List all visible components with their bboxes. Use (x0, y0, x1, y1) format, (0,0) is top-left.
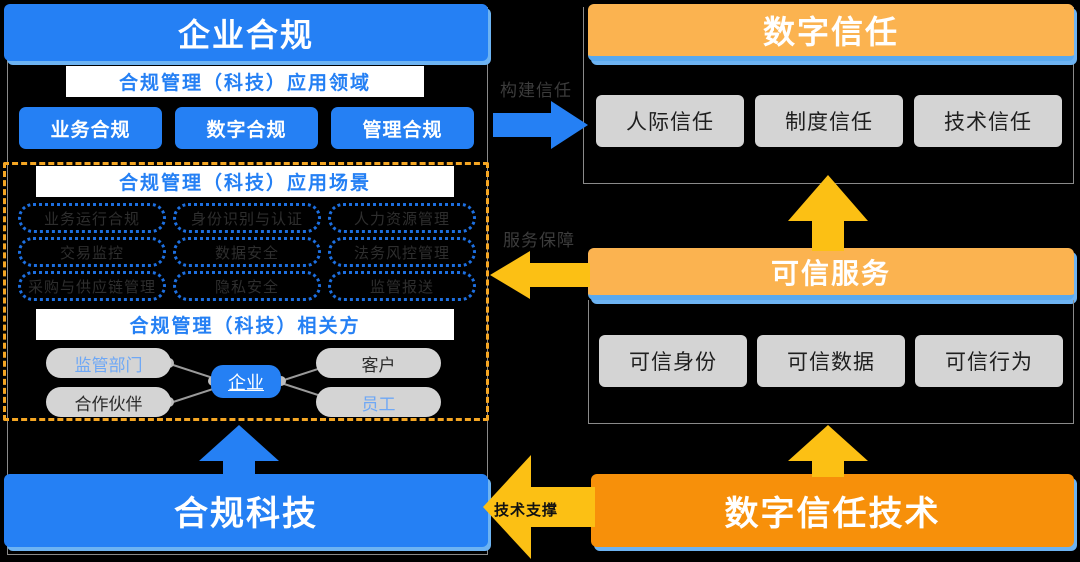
compliance-stakeholder-band: 合规管理（科技）相关方 (36, 309, 454, 340)
domain-chip-management[interactable]: 管理合规 (331, 107, 474, 149)
scenario-pill[interactable]: 隐私安全 (173, 271, 321, 301)
scenario-pill[interactable]: 数据安全 (173, 237, 321, 267)
build-trust-label: 构建信任 (500, 81, 572, 100)
scenario-pill[interactable]: 交易监控 (18, 237, 166, 267)
stakeholder-partner[interactable]: 合作伙伴 (46, 387, 171, 417)
enterprise-compliance-header[interactable]: 企业合规 (4, 4, 488, 61)
compliance-technology-footer[interactable]: 合规科技 (4, 474, 488, 547)
scenario-pill[interactable]: 法务风控管理 (328, 237, 476, 267)
stakeholder-employee[interactable]: 员工 (316, 387, 441, 417)
trusted-service-chip[interactable]: 可信数据 (757, 335, 905, 387)
digital-trust-tech-up-arrow (788, 425, 868, 477)
trusted-service-up-arrow (788, 175, 868, 251)
scenario-pill[interactable]: 监管报送 (328, 271, 476, 301)
compliance-domain-band: 合规管理（科技）应用领域 (66, 66, 424, 97)
service-guarantee-arrow (490, 251, 590, 299)
tech-support-arrow (483, 455, 595, 559)
trusted-service-body (588, 300, 1074, 424)
domain-chip-digital[interactable]: 数字合规 (175, 107, 318, 149)
trust-type-chip[interactable]: 人际信任 (596, 95, 744, 147)
build-trust-arrow (493, 101, 588, 149)
digital-trust-technology-footer[interactable]: 数字信任技术 (591, 474, 1074, 547)
stakeholder-link-dot (276, 376, 286, 386)
scenario-pill[interactable]: 采购与供应链管理 (18, 271, 166, 301)
stakeholder-regulator[interactable]: 监管部门 (46, 348, 171, 378)
domain-chip-business[interactable]: 业务合规 (19, 107, 162, 149)
service-guarantee-label: 服务保障 (503, 231, 575, 250)
trusted-service-chip[interactable]: 可信行为 (915, 335, 1063, 387)
trust-type-chip[interactable]: 技术信任 (914, 95, 1062, 147)
trusted-service-chip[interactable]: 可信身份 (599, 335, 747, 387)
digital-trust-header[interactable]: 数字信任 (588, 4, 1074, 61)
tech-support-label: 技术支撑 (494, 502, 559, 519)
stakeholder-enterprise[interactable]: 企业 (211, 365, 281, 398)
stakeholder-customer[interactable]: 客户 (316, 348, 441, 378)
compliance-scenario-band: 合规管理（科技）应用场景 (36, 166, 454, 197)
scenario-pill[interactable]: 业务运行合规 (18, 203, 166, 233)
compliance-tech-up-arrow (199, 425, 279, 477)
trusted-service-header[interactable]: 可信服务 (588, 248, 1074, 300)
scenario-pill[interactable]: 人力资源管理 (328, 203, 476, 233)
scenario-pill[interactable]: 身份识别与认证 (173, 203, 321, 233)
trust-type-chip[interactable]: 制度信任 (755, 95, 903, 147)
